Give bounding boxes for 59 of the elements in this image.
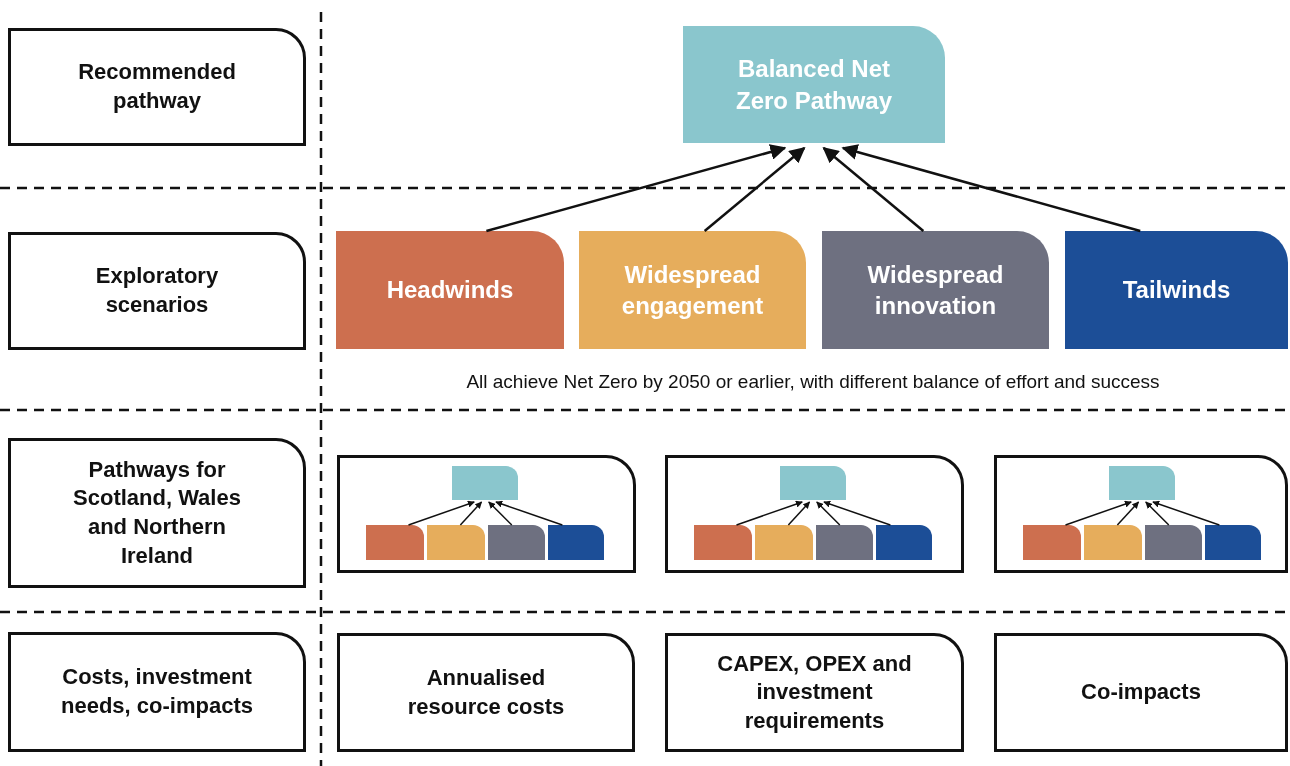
scenario-box [579,231,806,349]
box-label: Headwinds [385,275,515,306]
mini-scenario-box [755,525,813,560]
arrow [1145,501,1170,526]
note-text: All achieve Net Zero by 2050 or earlier, with different balance of effort and success [465,371,1161,393]
box-label: Co-impacts [1080,678,1202,707]
arrow [1116,501,1140,526]
arrow [703,147,806,232]
arrow [735,500,803,526]
label-box [8,232,306,350]
box-label: Pathways for Scotland, Wales and Northern Ireland [72,455,242,570]
arrow [823,500,892,526]
mini-diagram-panel [665,455,964,573]
mini-scenario-box [694,525,752,560]
label-box [337,633,635,752]
arrow [486,144,787,233]
box-label: Widespread engagement [620,259,765,321]
arrow [495,500,564,526]
box-label: CAPEX, OPEX and investment requirements [716,649,913,735]
mini-scenario-box [780,466,846,500]
label-box [8,632,306,752]
label-box [8,438,306,588]
scenario-box [1065,231,1288,349]
mini-scenario-box [1205,525,1261,560]
box-label: Costs, investment needs, co-impacts [60,663,254,720]
scenario-box [336,231,564,349]
mini-diagram-panel [994,455,1288,573]
label-box [994,633,1288,752]
scenario-box [683,26,945,143]
arrow [407,500,475,526]
mini-scenario-box [816,525,873,560]
label-box [8,28,306,146]
arrow [1064,500,1132,526]
box-label: Tailwinds [1121,275,1232,306]
mini-scenario-box [548,525,604,560]
arrow [488,501,513,526]
box-label: Balanced Net Zero Pathway [734,54,893,116]
arrow [841,144,1141,233]
arrow [1152,500,1221,526]
mini-scenario-box [427,525,485,560]
box-label: Widespread innovation [866,259,1005,321]
arrow [822,147,925,232]
mini-scenario-box [876,525,932,560]
box-label: Recommended pathway [77,58,237,115]
mini-scenario-box [1023,525,1081,560]
mini-scenario-box [488,525,545,560]
mini-scenario-box [452,466,518,500]
arrow [459,501,483,526]
mini-scenario-box [366,525,424,560]
label-box [665,633,964,752]
mini-diagram-panel [337,455,636,573]
box-label: Annualised resource costs [406,663,566,721]
mini-scenario-box [1084,525,1142,560]
arrow [816,501,841,526]
arrow [787,501,811,526]
scenario-box [822,231,1049,349]
mini-scenario-box [1109,466,1175,500]
mini-scenario-box [1145,525,1202,560]
box-label: Exploratory scenarios [94,262,220,319]
